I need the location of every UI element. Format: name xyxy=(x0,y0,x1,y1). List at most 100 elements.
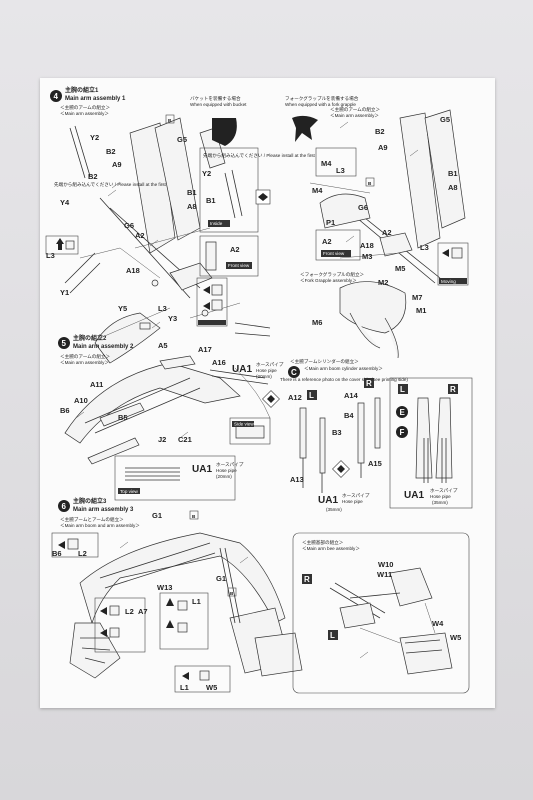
part-label: G5 xyxy=(177,135,187,144)
step6-header: 6 主腕の組立3 Main arm assembly 3 ＜主腕ブームとアームの… xyxy=(58,497,140,528)
part-label: B1 xyxy=(187,188,197,197)
step4-l3-detail xyxy=(45,235,79,255)
hose-en: Hose pipe xyxy=(216,468,237,473)
hose-jp: ホースパイプ xyxy=(216,462,244,468)
part-label: B6 xyxy=(52,549,62,558)
step4-sub-jp: ＜主腕のアームの組立＞ xyxy=(60,104,111,111)
step4-number-badge xyxy=(50,90,62,102)
part-label: W11 xyxy=(377,570,392,579)
instruction-sheet: 4 主腕の組立1 Main arm assembly 1 ＜主腕のアームの組立＞… xyxy=(40,78,495,708)
right-marker: R xyxy=(450,385,456,394)
stepE-letter: E xyxy=(400,408,406,417)
marker-box xyxy=(165,114,175,124)
step4-sub-en: ＜Main arm assembly＞ xyxy=(60,111,109,116)
hose-length: (35mm) xyxy=(432,500,448,505)
step6-title-en: Main arm assembly 3 xyxy=(73,507,134,513)
step4-left-labels: Y2 B2 A9 B2 G5 B1 A8 Y4 G6 A2 A18 Y1 Y5 … xyxy=(46,114,197,323)
front-view-label: Front view xyxy=(228,263,250,268)
step5-drawing: Side view Top view xyxy=(64,355,280,501)
step4-title-jp: 主腕の組立1 xyxy=(65,86,99,94)
part-label: B3 xyxy=(332,428,342,437)
step6-labels: G1 B B6 L2 W13 L2 A7 L1 G1 L1 W5 B xyxy=(52,510,237,692)
right-marker: R xyxy=(366,379,372,388)
part-label: B2 xyxy=(88,172,98,181)
step6-drawing xyxy=(51,532,303,693)
bucket-icon xyxy=(212,118,237,146)
part-label: A2 xyxy=(382,228,392,237)
step5-labels: A5 A17 A16 UA1 ホースパイプ Hose pipe (20mm) A… xyxy=(60,341,284,479)
step5-sub-en: ＜Main arm assembly＞ xyxy=(60,360,109,365)
stepC-title-jp: ＜主腕ブームシリンダーの組立＞ xyxy=(290,358,359,365)
part-label: P1 xyxy=(326,218,335,227)
a2-front-view: A2 Front view xyxy=(199,235,259,277)
hose-jp: ホースパイプ xyxy=(342,493,370,499)
inside-tag xyxy=(208,220,230,227)
part-label: M1 xyxy=(416,306,426,315)
stepF-letter: F xyxy=(400,428,405,437)
part-label: G6 xyxy=(124,221,134,230)
part-label: W5 xyxy=(206,683,217,692)
left-marker: L xyxy=(309,391,314,400)
stepC-note: There is a reference photo on the cover … xyxy=(280,377,408,382)
part-label: L3 xyxy=(46,251,55,260)
part-label: A8 xyxy=(448,183,458,192)
part-label: A13 xyxy=(290,475,304,484)
part-label: G6 xyxy=(358,203,368,212)
part-label: L3 xyxy=(420,243,429,252)
side-view-label: Side view xyxy=(234,422,254,427)
part-label: W10 xyxy=(378,560,393,569)
fork-sub-en: ＜Fork Grapple assembly＞ xyxy=(300,278,357,283)
center-divider xyxy=(255,189,271,205)
part-label: A10 xyxy=(74,396,88,405)
step4-left-drawing xyxy=(64,117,271,364)
part-label: A15 xyxy=(368,459,382,468)
part-label: B1 xyxy=(448,169,458,178)
part-label: Y1 xyxy=(60,288,69,297)
part-label: M4 xyxy=(321,159,332,168)
part-label: W4 xyxy=(432,619,444,628)
part-label: M6 xyxy=(312,318,322,327)
step4-header: 4 主腕の組立1 Main arm assembly 1 ＜主腕のアームの組立＞… xyxy=(50,86,126,116)
part-label: W13 xyxy=(157,583,172,592)
bucket-title-jp: バケットを装備する場合 xyxy=(190,95,241,102)
hose-length: (20mm) xyxy=(216,474,232,479)
part-label: L3 xyxy=(158,304,167,313)
part-label: A18 xyxy=(126,266,140,275)
grapple-title-jp: フォークグラップルを装備する場合 xyxy=(285,95,359,102)
part-label: B1 xyxy=(206,196,216,205)
step6-sub-jp: ＜主腕ブームとアームの組立＞ xyxy=(60,516,124,523)
step4-moving-detail xyxy=(196,277,228,327)
inside-label: Inside xyxy=(210,221,223,226)
grapple-panel: フォークグラップルを装備する場合 When equipped with a fo… xyxy=(285,95,469,359)
part-label: B xyxy=(168,118,172,123)
grapple-icon xyxy=(292,115,318,142)
step4-number: 4 xyxy=(54,92,59,101)
left-marker: L xyxy=(400,385,405,394)
part-label: A17 xyxy=(198,345,212,354)
top-view-label: Top view xyxy=(120,489,139,494)
part-label: G5 xyxy=(440,115,450,124)
part-label: L2 xyxy=(125,607,134,616)
fork-sub-jp: ＜フォークグラップルの組立＞ xyxy=(300,271,365,278)
stepC-letter: C xyxy=(291,368,297,377)
part-label: A2 xyxy=(135,231,145,240)
part-label: UA1 xyxy=(232,364,252,375)
assembly-diagram: 4 主腕の組立1 Main arm assembly 1 ＜主腕のアームの組立＞… xyxy=(45,86,473,694)
part-label: B5 xyxy=(118,413,128,422)
bucket-panel: バケットを装備する場合 When equipped with bucket 先端… xyxy=(190,95,316,233)
part-label: A9 xyxy=(378,143,388,152)
part-label: A12 xyxy=(288,393,302,402)
moving-label: Moving xyxy=(441,279,456,284)
part-label: B4 xyxy=(344,411,354,420)
bucket-title-en: When equipped with bucket xyxy=(190,102,247,107)
grapple-title-en: When equipped with a fork grapple xyxy=(285,102,356,107)
base-title-jp: ＜主腕基部の組立＞ xyxy=(302,539,344,546)
part-label: B xyxy=(192,514,196,519)
part-label: L1 xyxy=(192,597,201,606)
hose-en: Hose pipe xyxy=(342,499,363,504)
part-label: A9 xyxy=(112,160,122,169)
front-view-label: Front view xyxy=(323,251,345,256)
part-label: A2 xyxy=(230,245,240,254)
part-label: Y4 xyxy=(60,198,70,207)
part-label: UA1 xyxy=(404,490,424,501)
